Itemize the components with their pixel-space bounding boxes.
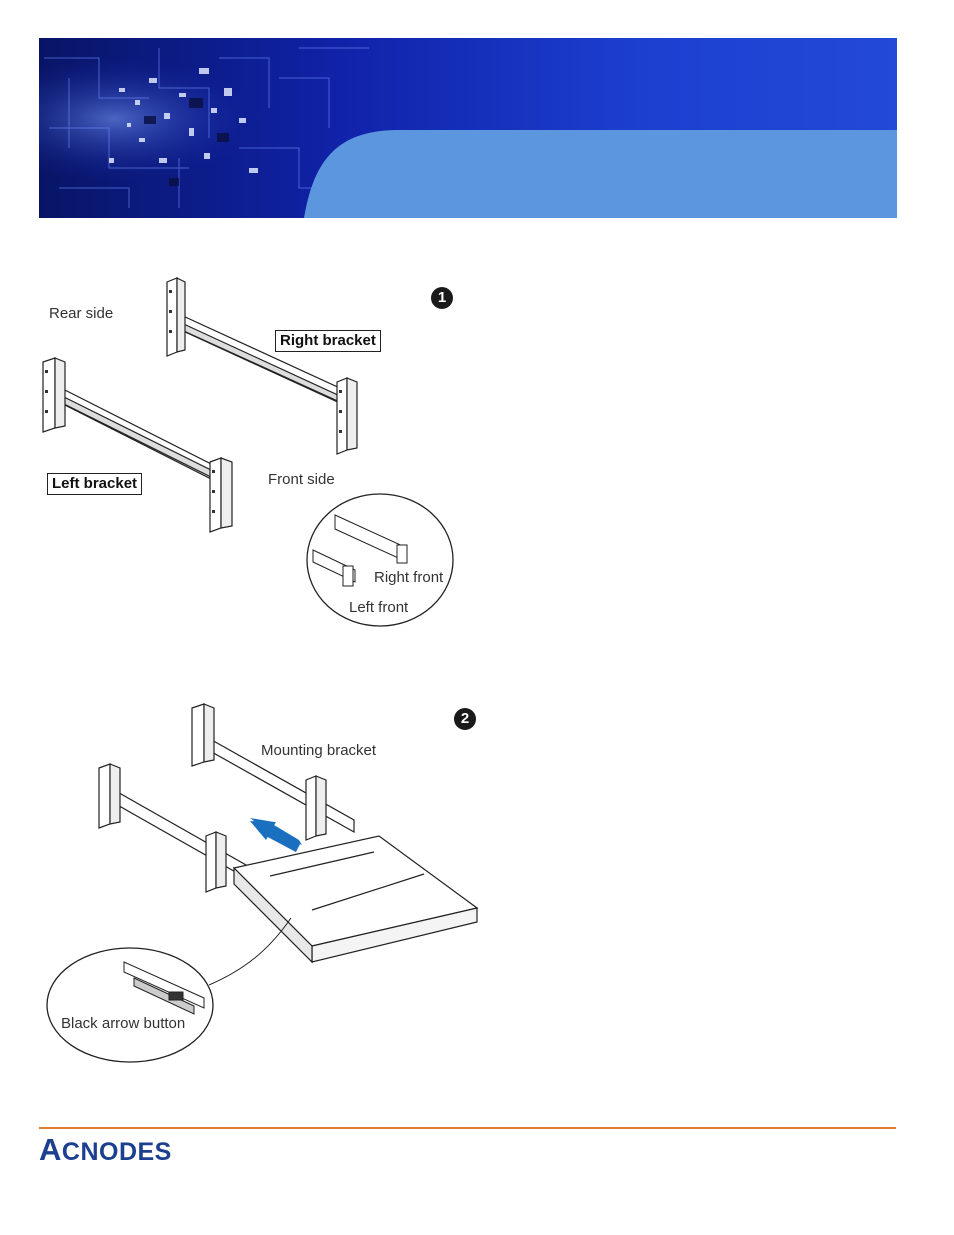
rear-side-label: Rear side <box>49 305 113 322</box>
logo-initial: A <box>39 1132 62 1167</box>
right-front-label: Right front <box>374 569 443 586</box>
footer-divider <box>39 1127 896 1129</box>
black-arrow-button-label: Black arrow button <box>61 1015 185 1032</box>
circuit-board-image <box>39 38 897 218</box>
mounting-bracket-label: Mounting bracket <box>261 742 376 759</box>
header-banner <box>39 38 897 218</box>
left-front-label: Left front <box>349 599 408 616</box>
right-bracket-label: Right bracket <box>275 330 381 352</box>
logo-rest: CNODES <box>62 1138 172 1166</box>
left-bracket-label: Left bracket <box>47 473 142 495</box>
front-side-label: Front side <box>268 471 335 488</box>
acnodes-logo: ACNODES <box>39 1132 172 1168</box>
